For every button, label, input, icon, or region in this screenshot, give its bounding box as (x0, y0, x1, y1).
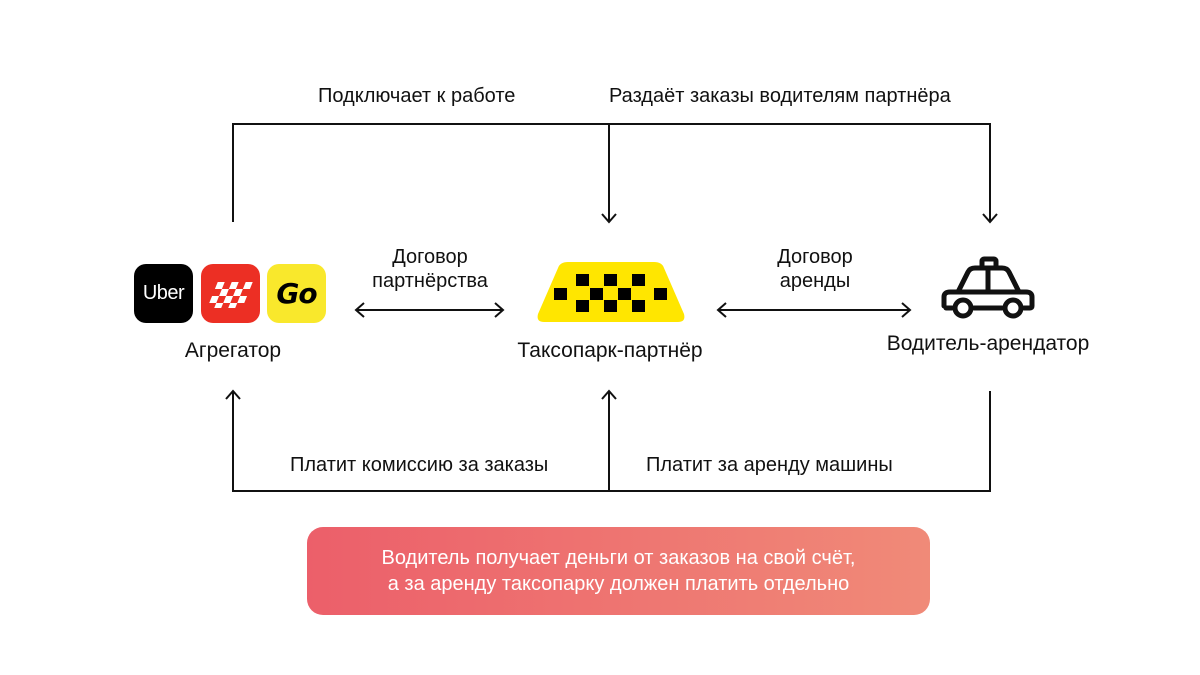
callout-line-2: а за аренду таксопарку должен платить от… (387, 573, 850, 595)
taxi-car-icon (941, 256, 1035, 319)
partnership-arrow-left-head (354, 302, 365, 318)
bottom-flow-line (232, 391, 991, 492)
commission-label: Платит комиссию за заказы (290, 454, 549, 476)
arrow-head-park-bottom (601, 389, 617, 400)
lease-arrow-right-head (901, 302, 912, 318)
connects-label: Подключает к работе (318, 85, 516, 107)
go-icon-text: Go (276, 277, 317, 310)
callout-line-1: Водитель получает деньги от заказов на с… (381, 547, 856, 569)
info-callout: Водитель получает деньги от заказов на с… (307, 527, 930, 615)
lease-label-line1: Договор (777, 246, 853, 268)
top-flow-line (232, 123, 991, 222)
yandex-go-app-icon: Go (267, 264, 326, 323)
aggregator-label: Агрегатор (184, 339, 282, 362)
uber-app-icon: Uber (134, 264, 193, 323)
partnership-label-line1: Договор (392, 246, 468, 268)
lease-label-line2: аренды (779, 270, 851, 292)
taxi-park-label: Таксопарк-партнёр (517, 339, 703, 362)
rent-label: Платит за аренду машины (646, 454, 893, 476)
dispatches-label: Раздаёт заказы водителям партнёра (609, 85, 951, 107)
driver-label: Водитель-арендатор (886, 332, 1090, 355)
arrow-head-aggregator-bottom (225, 389, 241, 400)
lease-arrow-left-head (716, 302, 727, 318)
yandex-taxi-app-icon (201, 264, 260, 323)
arrow-head-park-top (601, 213, 617, 224)
arrow-head-driver-top (982, 213, 998, 224)
partnership-arrow-right-head (494, 302, 505, 318)
partnership-label-line2: партнёрства (372, 270, 488, 292)
taxi-roof-sign-icon (537, 262, 685, 322)
uber-icon-text: Uber (142, 282, 185, 304)
